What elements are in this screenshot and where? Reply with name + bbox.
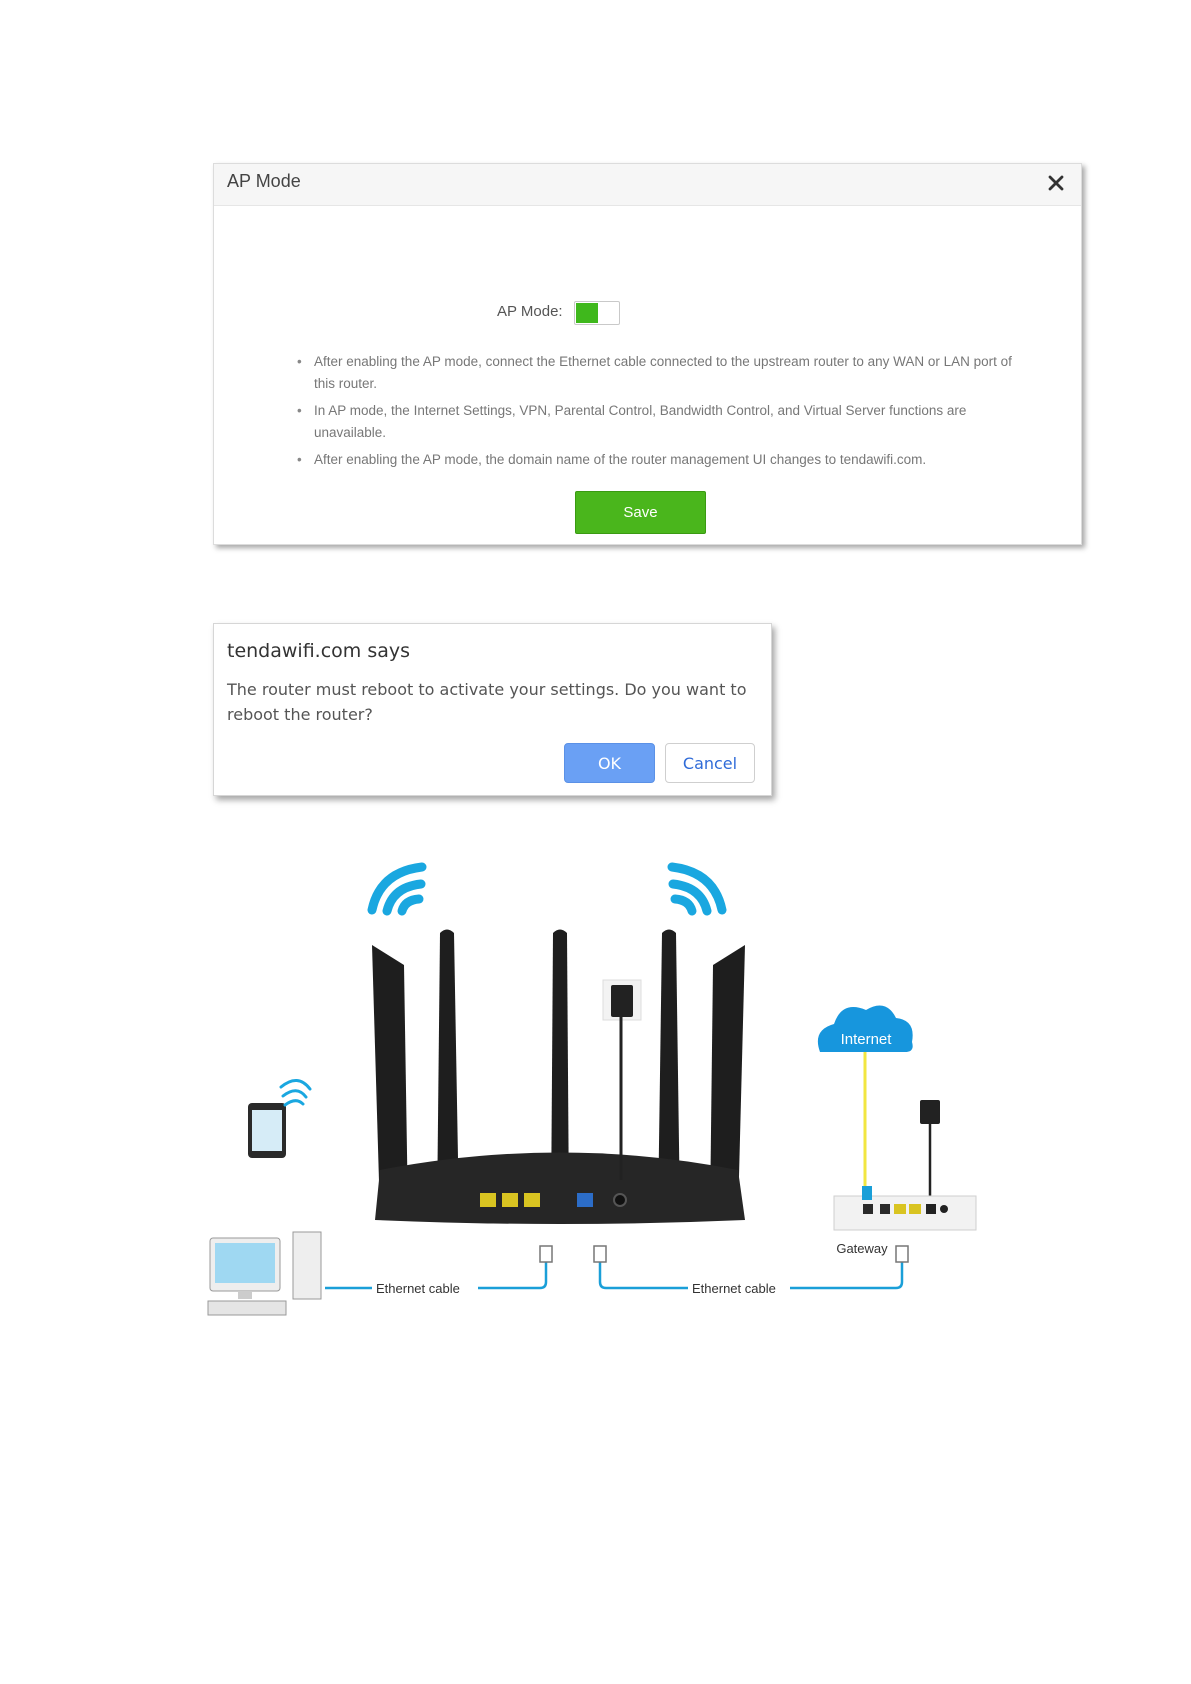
ethernet-cable-left <box>325 1262 548 1290</box>
router-body <box>375 1152 745 1224</box>
panel-title: AP Mode <box>227 171 301 191</box>
router-power-jack <box>613 1193 627 1207</box>
computer-icon <box>207 1231 322 1316</box>
wifi-signal-right-icon <box>667 862 727 916</box>
ap-mode-panel: AP Mode AP Mode: After enabling the AP m… <box>213 163 1082 545</box>
dialog-message: The router must reboot to activate your … <box>227 680 747 724</box>
gateway-device: Gateway <box>833 1100 977 1256</box>
tablet-icon <box>248 1079 312 1158</box>
ethernet-connector-icons <box>539 1245 909 1263</box>
ethernet-cable-right-label: Ethernet cable <box>692 1281 776 1296</box>
note-item: After enabling the AP mode, the domain n… <box>297 449 1014 471</box>
ap-mode-toggle[interactable] <box>574 301 620 325</box>
panel-header: AP Mode <box>214 164 1081 206</box>
ethernet-cable-left-label: Ethernet cable <box>376 1281 460 1296</box>
wifi-signal-left-icon <box>367 862 427 916</box>
note-item: In AP mode, the Internet Settings, VPN, … <box>297 400 1014 444</box>
note-item: After enabling the AP mode, connect the … <box>297 351 1014 395</box>
ap-mode-label: AP Mode: <box>497 303 563 320</box>
ap-mode-notes: After enabling the AP mode, connect the … <box>294 351 1014 476</box>
router-wan-port <box>577 1193 593 1207</box>
reboot-confirm-dialog: tendawifi.com says The router must reboo… <box>213 623 772 796</box>
router-lan-ports <box>480 1193 540 1207</box>
save-button[interactable]: Save <box>575 491 706 534</box>
ok-button[interactable]: OK <box>564 743 655 783</box>
gateway-label: Gateway <box>836 1241 888 1256</box>
dialog-title: tendawifi.com says <box>227 640 411 662</box>
toggle-on-indicator <box>576 303 598 323</box>
router-antennas <box>372 929 745 1215</box>
cancel-button[interactable]: Cancel <box>665 743 755 783</box>
close-icon[interactable] <box>1045 172 1067 194</box>
internet-label: Internet <box>841 1031 893 1048</box>
ethernet-cable-right <box>598 1262 904 1290</box>
router-power-adapter <box>611 985 633 1017</box>
internet-cloud-icon: Internet <box>817 1005 913 1052</box>
